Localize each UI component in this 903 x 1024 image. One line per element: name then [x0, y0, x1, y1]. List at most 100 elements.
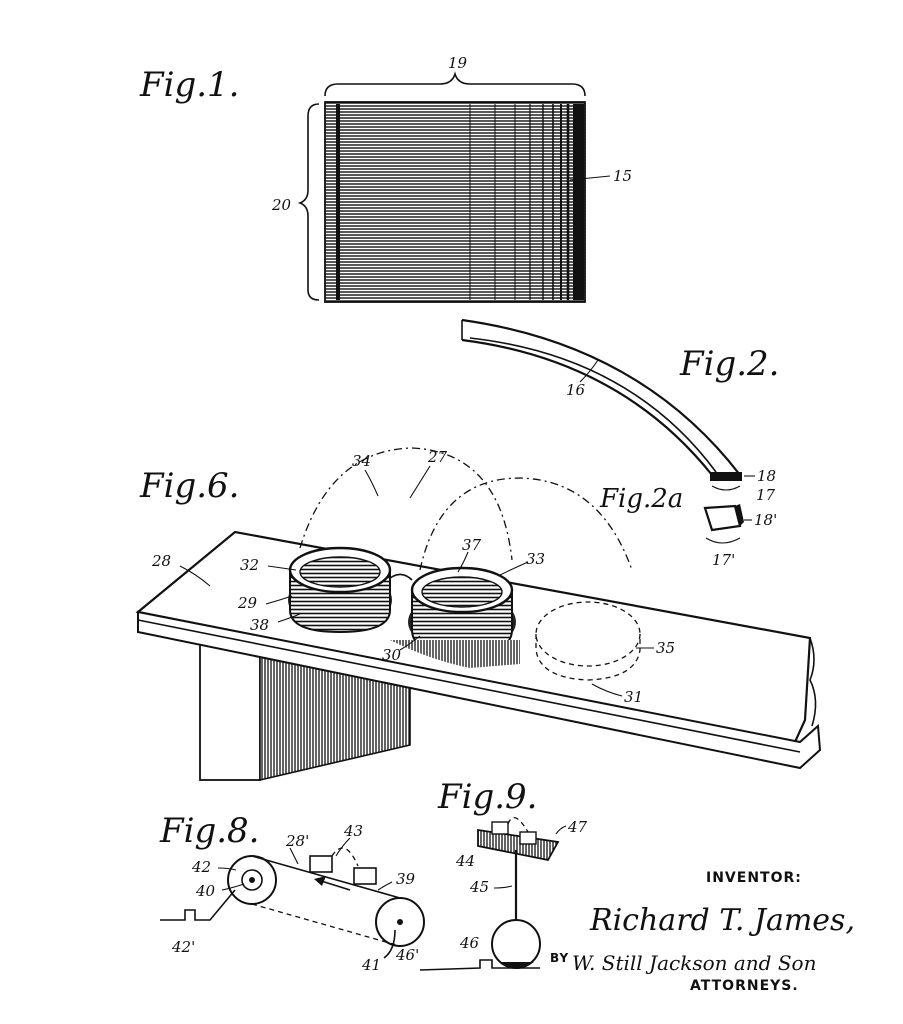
- figure-9: Fig.9. 47 44 45 46: [419, 777, 588, 971]
- ref-30-leader: [399, 635, 421, 651]
- ref-45: 45: [469, 878, 489, 896]
- ref-42-leader: [217, 867, 237, 871]
- ref-46p: 46': [395, 946, 419, 964]
- strip-section: [710, 472, 742, 481]
- coil-2-inner: [421, 576, 503, 608]
- spring-strip-outer: [461, 318, 741, 476]
- ref-38-leader: [277, 613, 301, 623]
- belt-top: [251, 855, 401, 899]
- coil-stack: [324, 101, 586, 303]
- coil-connector: [389, 573, 413, 581]
- fig6-title: Fig.6.: [139, 466, 239, 506]
- ref-47-leader: [555, 825, 567, 835]
- ref-18: 18: [757, 467, 776, 485]
- arc-path-2: [419, 477, 633, 571]
- spring-strip-center: [469, 337, 717, 473]
- fig2a-section: [703, 504, 742, 532]
- ref-28p-leader: [289, 847, 299, 865]
- tray-block-2: [519, 831, 537, 845]
- ghost-coil: [535, 601, 641, 667]
- plank-break: [809, 637, 817, 727]
- inventor-name: Richard T. James,: [589, 903, 855, 938]
- ref-34-leader: [364, 469, 379, 497]
- ref-41: 41: [361, 956, 381, 974]
- idler-wiring: [383, 929, 396, 959]
- tilt-tray: [477, 828, 560, 862]
- ref-35: 35: [656, 639, 675, 657]
- belt-bottom: [251, 903, 401, 947]
- ref-16-leader: [579, 359, 599, 383]
- ref-46: 46: [459, 934, 480, 952]
- ref-17p-brace: [705, 537, 741, 544]
- coil-1-inner: [299, 556, 381, 588]
- figure-6: Fig.6. 34 27 28: [135, 447, 822, 782]
- ref-15-leader: [569, 175, 611, 181]
- fig2a-section-dark: [735, 504, 744, 526]
- ref-31: 31: [624, 688, 643, 706]
- ref-32-leader: [267, 565, 297, 571]
- ref-42: 42: [191, 858, 211, 876]
- ref-27-leader: [409, 465, 431, 499]
- belt-arrow-head: [314, 876, 326, 886]
- ref-27: 27: [427, 448, 448, 466]
- inventor-label: INVENTOR:: [706, 870, 802, 886]
- table-leg-front: [199, 639, 261, 781]
- ref-18p: 18': [754, 511, 777, 529]
- coil-shadow-hatch: [390, 640, 520, 668]
- ref-31-leader: [591, 683, 623, 697]
- ref-28-leader: [179, 565, 211, 587]
- ref-40-leader: [221, 883, 245, 891]
- ref-44: 44: [455, 852, 475, 870]
- motor-housing: [491, 919, 541, 969]
- fig9-title: Fig.9.: [437, 777, 537, 817]
- ref-34: 34: [352, 452, 371, 470]
- ref-39-leader: [377, 881, 393, 891]
- figure-1: Fig.1. 19 20 15: [139, 54, 632, 303]
- ref-43: 43: [343, 822, 363, 840]
- ref-30: 30: [382, 646, 402, 664]
- tray-flip-path: [507, 816, 529, 833]
- plank-edge-line: [137, 619, 801, 753]
- fig2a-title: Fig.2a: [599, 484, 683, 514]
- coil-stack-vertical-gradient: [336, 104, 584, 300]
- ref-43-leader: [335, 837, 351, 857]
- ref-17: 17: [756, 486, 776, 504]
- arc-path-1: [299, 447, 513, 561]
- ref-20: 20: [271, 196, 292, 214]
- ref-19: 19: [448, 54, 468, 72]
- idler-wheel-axle: [397, 919, 403, 925]
- tray-block-1: [491, 821, 509, 835]
- attorneys-label: ATTORNEYS.: [690, 978, 799, 994]
- ref-29: 29: [237, 594, 258, 612]
- ref-47: 47: [567, 818, 588, 836]
- ref-39: 39: [396, 870, 416, 888]
- ref-37: 37: [462, 536, 482, 554]
- attorneys-signature: W. Still Jackson and Son: [572, 951, 816, 975]
- ref-38: 38: [250, 616, 269, 634]
- ref-32: 32: [240, 556, 259, 574]
- motor-wiring: [419, 959, 540, 971]
- belt-block-1: [309, 855, 333, 873]
- ref-28p: 28': [285, 832, 309, 850]
- drive-wiring: [160, 889, 236, 921]
- ref-29-leader: [265, 595, 293, 605]
- ref-17p: 17': [712, 551, 735, 569]
- plank-edge: [137, 610, 822, 770]
- fig2-title: Fig.2.: [679, 344, 779, 384]
- signature-block: INVENTOR: Richard T. James, BY W. Still …: [550, 870, 855, 994]
- ref-33-leader: [497, 561, 529, 577]
- fig8-title: Fig.8.: [159, 811, 259, 851]
- ref-28: 28: [151, 552, 171, 570]
- ref-40: 40: [195, 882, 216, 900]
- fig1-side-brace: [297, 103, 320, 301]
- ref-16: 16: [566, 381, 586, 399]
- ref-33: 33: [526, 550, 545, 568]
- ref-37-leader: [457, 551, 469, 573]
- by-label: BY: [550, 951, 569, 965]
- spring-strip-inner: [461, 338, 713, 476]
- figure-8: Fig.8. 28' 43 42 40 42' 39 41 46': [159, 811, 425, 974]
- fig1-top-brace: [324, 71, 586, 97]
- ref-17-brace: [711, 485, 741, 491]
- ref-42p: 42': [171, 938, 195, 956]
